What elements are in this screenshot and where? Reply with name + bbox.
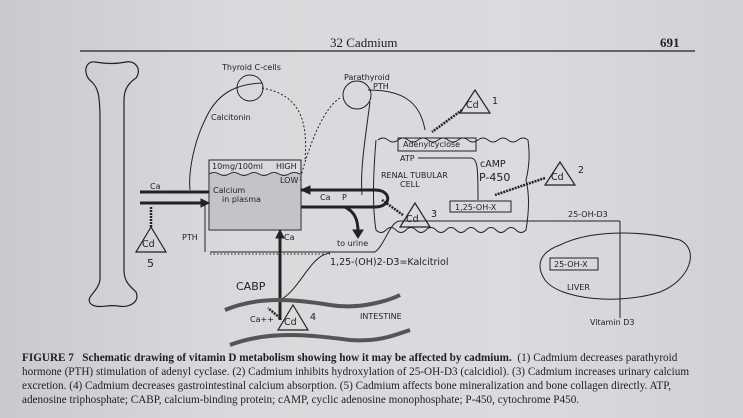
low-label: LOW xyxy=(280,176,299,185)
cd-label-4: Cd xyxy=(284,317,297,328)
cd-number-1: 1 xyxy=(492,96,499,107)
adenylcyclase-label: Adenylcyclose xyxy=(403,140,461,149)
atp-label: ATP xyxy=(400,154,415,163)
calcitonin-path xyxy=(189,82,263,191)
liver-hydroxylase-label: 25-OH-X xyxy=(554,260,588,269)
cd-label-3: Cd xyxy=(406,214,419,225)
thyroid-gland xyxy=(236,74,264,102)
calcitonin-label: Calcitonin xyxy=(211,113,251,122)
calcium-label: Calcium xyxy=(213,186,246,195)
cd-number-3: 3 xyxy=(431,209,438,220)
renal-label-2: CELL xyxy=(400,180,420,189)
figure-body: (1) Cadmium decreases parathyroid hormon… xyxy=(22,352,690,406)
cd-number-5: 5 xyxy=(147,257,154,270)
calcium-plasma-box xyxy=(208,159,302,231)
bone-shape xyxy=(85,61,139,308)
low-feedback xyxy=(299,97,341,181)
page-number: 691 xyxy=(660,35,680,50)
calcidiol-label: 25-OH-D3 xyxy=(568,210,608,219)
liver-label: LIVER xyxy=(567,283,590,292)
to-urine-arrow xyxy=(344,205,360,233)
cd-number-4: 4 xyxy=(310,312,317,323)
ca-intestine-label: Ca xyxy=(284,233,295,242)
p450-label: P-450 xyxy=(479,171,511,184)
ca-bone-label: Ca xyxy=(150,182,161,191)
adenylcyclase-box xyxy=(397,137,477,152)
calcitriol-label: 1,25-(OH)2-D3=Kalcitriol xyxy=(330,257,449,268)
liver-shape xyxy=(539,232,691,300)
high-feedback xyxy=(261,87,307,161)
thyroid-label: Thyroid C-cells xyxy=(222,63,281,72)
kidney-hydroxylase-box xyxy=(449,200,512,213)
pth-to-adenylcyclase xyxy=(367,89,426,131)
plasma-label: in plasma xyxy=(222,195,261,204)
ca-ion-label: Ca++ xyxy=(250,315,274,324)
liver-hydroxylase-box xyxy=(549,257,599,271)
p-tube-label: P xyxy=(342,193,347,202)
cd-number-2: 2 xyxy=(578,165,585,176)
kidney-hydroxylase-label: 1,25-OH-X xyxy=(455,203,497,212)
cd-label-2: Cd xyxy=(551,172,564,183)
renal-label-1: RENAL TUBULAR xyxy=(381,171,448,180)
to-urine-label: to urine xyxy=(337,239,369,248)
cd-label-1: Cd xyxy=(466,100,479,111)
high-label: HIGH xyxy=(276,162,297,171)
pth-bone-label: PTH xyxy=(182,233,198,242)
ca-tube-label: Ca xyxy=(320,193,331,202)
figure-caption: FIGURE 7 Schematic drawing of vitamin D … xyxy=(22,351,712,407)
camp-label: cAMP xyxy=(480,159,506,170)
level-label: 10mg/100ml xyxy=(212,162,264,171)
cd-triangles xyxy=(134,88,577,331)
running-header: 32 Cadmium xyxy=(330,35,398,50)
pth-label: PTH xyxy=(373,82,389,91)
plasma-stipple xyxy=(210,174,300,229)
parathyroid-label: Parathyroid xyxy=(344,73,390,82)
pth-to-tubule xyxy=(361,101,371,196)
cd-inhibition-arrows xyxy=(149,108,546,319)
figure-title: Schematic drawing of vitamin D metabolis… xyxy=(82,352,512,364)
renal-tubular-cell xyxy=(373,137,530,233)
figure-label: FIGURE 7 xyxy=(22,352,74,364)
parathyroid-gland xyxy=(342,80,372,110)
vitamin-d3-label: Vitamin D3 xyxy=(590,318,635,327)
cd-label-5: Cd xyxy=(142,239,155,250)
intestine-label: INTESTINE xyxy=(360,312,402,321)
cabp-label: CABP xyxy=(236,280,266,293)
